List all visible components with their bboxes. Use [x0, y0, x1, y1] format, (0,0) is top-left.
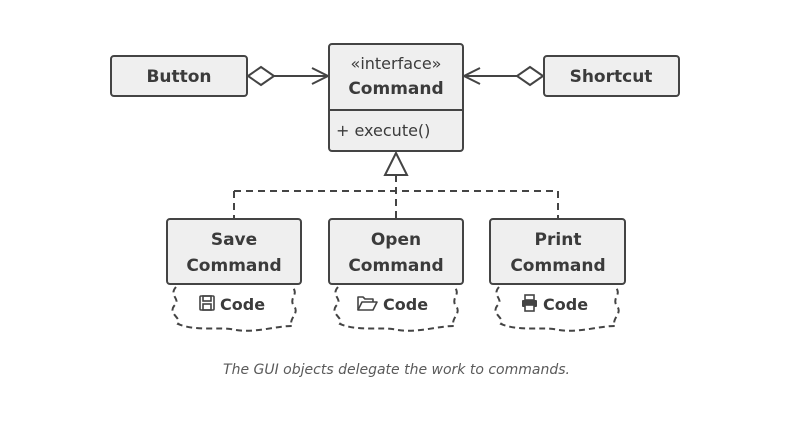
open-code-cloud [333, 286, 459, 332]
print-code-cloud [494, 286, 620, 332]
shortcut-class-label: Shortcut [570, 67, 653, 87]
save-code-label: Code [220, 295, 265, 314]
print-command-class: Print Command [489, 218, 626, 285]
save-command-class: Save Command [166, 218, 302, 285]
interface-method: + execute() [336, 121, 430, 140]
save-command-line2: Command [186, 256, 281, 276]
open-command-class: Open Command [328, 218, 464, 285]
open-command-line2: Command [348, 256, 443, 276]
print-command-line2: Command [510, 256, 605, 276]
shortcut-class: Shortcut [543, 55, 680, 97]
folder-open-icon [357, 296, 378, 311]
open-code-label: Code [383, 295, 428, 314]
save-command-line1: Save [211, 230, 257, 250]
command-interface: «interface» Command + execute() [328, 43, 464, 152]
button-class: Button [110, 55, 248, 97]
realization-lines [233, 175, 559, 219]
shortcut-aggregation [461, 65, 545, 87]
print-code-label: Code [543, 295, 588, 314]
printer-icon [522, 294, 537, 312]
figure-caption: The GUI objects delegate the work to com… [223, 362, 570, 378]
interface-name: Command [348, 79, 443, 99]
floppy-disk-icon [199, 295, 215, 311]
button-class-label: Button [146, 67, 211, 87]
save-code-cloud [171, 286, 297, 332]
interface-stereotype: «interface» [351, 54, 442, 73]
button-aggregation [246, 65, 331, 87]
realization-arrowhead [383, 150, 409, 176]
open-command-line1: Open [371, 230, 421, 250]
print-command-line1: Print [535, 230, 582, 250]
